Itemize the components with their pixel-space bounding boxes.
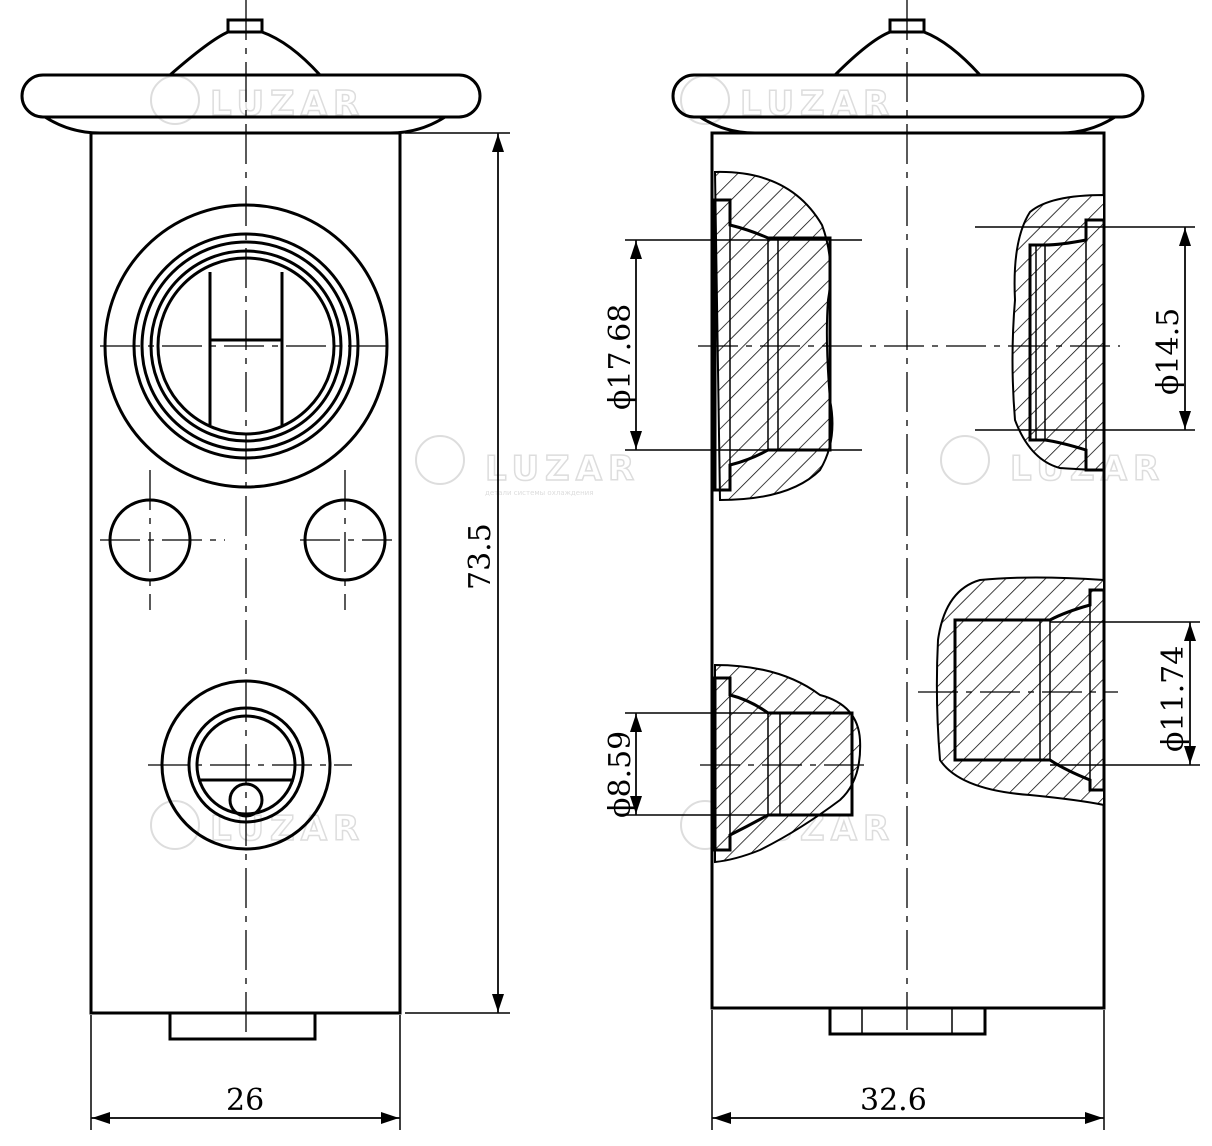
svg-text:LUZAR: LUZAR [485, 449, 640, 489]
dim-port-upper-right: ϕ14.5 [1151, 308, 1186, 395]
front-view [20, 0, 482, 1041]
side-section-view [671, 0, 1145, 1036]
dimensions: 26 73.5 32.6 ϕ17.68 ϕ14.5 ϕ11.74 ϕ8.59 [90, 132, 1200, 1130]
dim-port-lower-left: ϕ8.59 [603, 731, 638, 818]
dim-port-upper-left: ϕ17.68 [603, 304, 638, 410]
dim-left-width: 26 [226, 1083, 264, 1118]
svg-text:детали системы охлаждения: детали системы охлаждения [485, 489, 593, 497]
svg-text:LUZAR: LUZAR [210, 809, 365, 849]
dim-right-width: 32.6 [860, 1083, 927, 1118]
dim-port-lower-right: ϕ11.74 [1156, 646, 1191, 752]
dim-height: 73.5 [463, 523, 498, 590]
